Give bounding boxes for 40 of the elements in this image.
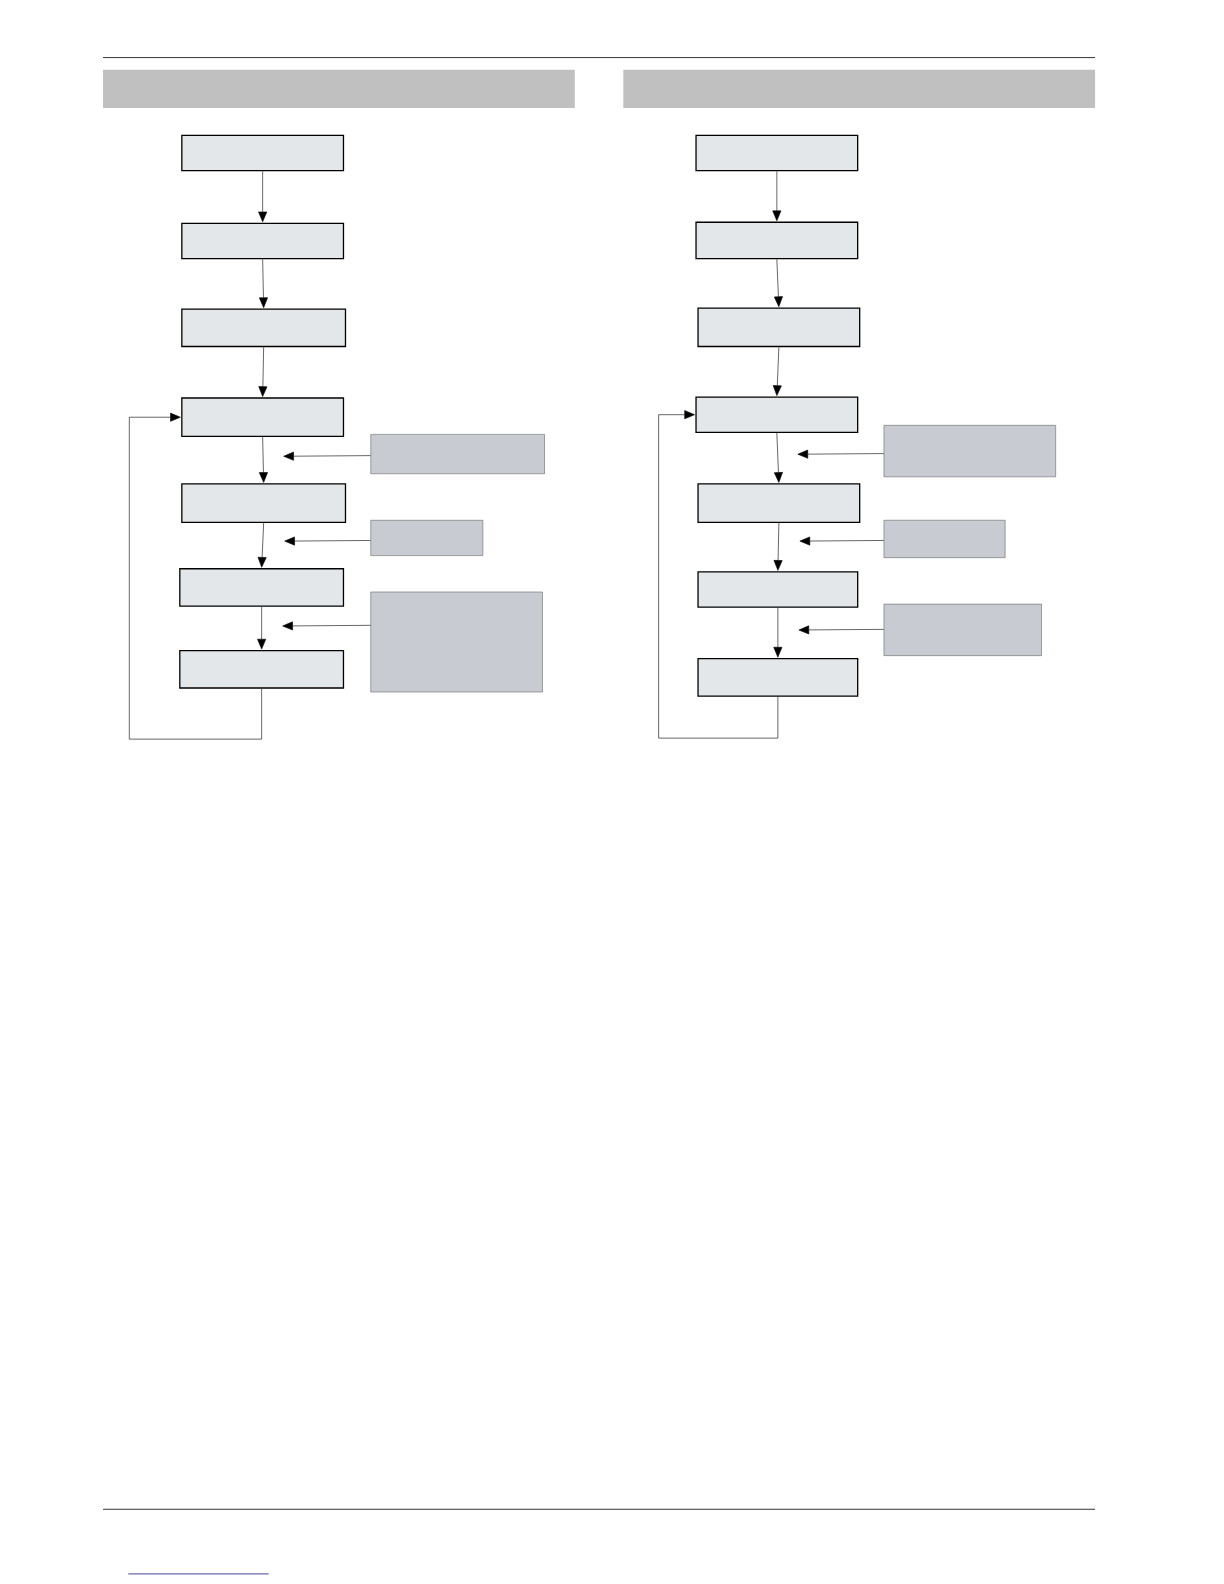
arrow (773, 607, 783, 658)
note-box (883, 425, 1056, 478)
arrow (772, 346, 782, 396)
arrow (798, 625, 884, 635)
arrow (128, 412, 262, 740)
process-box (695, 396, 859, 433)
process-box (697, 483, 861, 523)
process-box (179, 568, 344, 607)
note-box (370, 520, 483, 556)
process-box (181, 483, 346, 523)
note-box (883, 603, 1042, 656)
arrow (797, 449, 884, 459)
arrow (773, 259, 783, 307)
process-box (181, 397, 344, 438)
process-box (181, 222, 344, 260)
arrow (799, 536, 884, 546)
process-box (179, 649, 344, 689)
arrow (258, 171, 267, 223)
arrow (258, 258, 268, 308)
note-box (883, 520, 1006, 558)
arrow (658, 410, 778, 739)
arrow (773, 522, 783, 571)
arrow (257, 522, 267, 568)
note-box (370, 434, 545, 475)
process-box (697, 658, 859, 697)
process-box (697, 571, 859, 608)
arrow (257, 606, 266, 650)
arrow (258, 346, 268, 397)
process-box (181, 308, 346, 348)
arrow (282, 621, 371, 631)
arrow (258, 436, 268, 483)
arrow (283, 451, 371, 461)
process-box (181, 134, 344, 172)
arrow (772, 171, 782, 222)
arrow (773, 432, 783, 483)
note-box (370, 591, 543, 693)
process-box (695, 221, 859, 260)
process-box (695, 134, 859, 172)
process-box (697, 307, 861, 348)
arrow (284, 536, 371, 546)
